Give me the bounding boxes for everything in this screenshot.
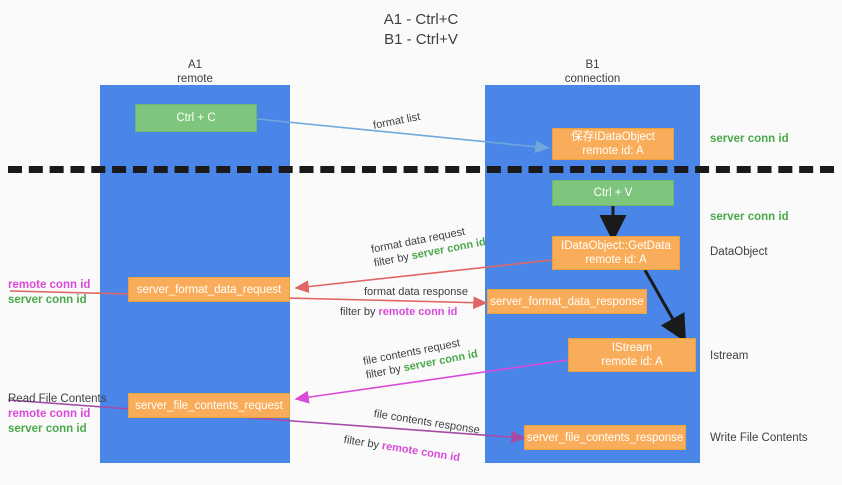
node-server-format-data-request-label: server_format_data_request	[136, 283, 282, 296]
lane-a1-name: A1	[187, 59, 203, 71]
note-read-file-contents-text: Read File Contents	[8, 393, 107, 405]
note-server-conn-id-left-bottom: server conn id	[8, 423, 87, 435]
title-line-2: B1 - Ctrl+V	[384, 31, 458, 48]
node-getdata-sub: remote id: A	[585, 254, 647, 266]
note-server-conn-id-mid: server conn id	[710, 210, 789, 225]
edge-label-format-data-response-text: format data response	[364, 286, 468, 298]
note-conn-id-pair-top: remote conn id server conn id	[8, 278, 90, 308]
note-server-conn-id-top: server conn id	[710, 132, 789, 147]
edge-label-format-data-request: format data request filter by server con…	[370, 221, 487, 270]
node-idataobject-getdata[interactable]: IDataObject::GetData remote id: A	[552, 236, 680, 270]
note-server-conn-id-mid-text: server conn id	[710, 211, 789, 223]
edge-label-file-contents-response-text: file contents response	[372, 407, 481, 437]
lane-header-a1: A1 remote	[100, 58, 290, 86]
edge-label-format-data-response: format data response	[364, 285, 468, 299]
lane-a1-sub: remote	[177, 73, 213, 85]
node-server-format-data-response[interactable]: server_format_data_response	[487, 289, 647, 314]
note-remote-conn-id-top: remote conn id	[8, 279, 91, 291]
edge-label-file-contents-response: file contents response	[373, 407, 481, 438]
edge-label-file-contents-request: file contents request filter by server c…	[362, 333, 479, 382]
note-dataobject: DataObject	[710, 245, 768, 260]
note-write-file-contents: Write File Contents	[710, 431, 808, 446]
lane-b1-sub: connection	[564, 73, 621, 85]
note-server-conn-id-top-text: server conn id	[710, 133, 789, 145]
node-server-file-contents-request[interactable]: server_file_contents_request	[128, 393, 290, 418]
title-line-1: A1 - Ctrl+C	[383, 11, 459, 28]
node-server-file-contents-response[interactable]: server_file_contents_response	[524, 425, 686, 450]
page-title: A1 - Ctrl+C B1 - Ctrl+V	[0, 10, 842, 50]
lane-b1-name: B1	[585, 59, 600, 71]
node-istream-sub: remote id: A	[601, 356, 663, 368]
filter-prefix: filter by	[340, 306, 379, 318]
note-write-file-contents-text: Write File Contents	[710, 432, 808, 444]
note-istream-text: Istream	[710, 350, 749, 362]
node-server-format-data-request[interactable]: server_format_data_request	[128, 277, 290, 302]
note-server-conn-id-left-top: server conn id	[8, 294, 87, 306]
node-ctrl-v-label: Ctrl + V	[593, 187, 633, 199]
edge-label-format-list-text: format list	[372, 110, 422, 132]
filter-key-remote-conn-id: remote conn id	[381, 440, 461, 465]
note-istream: Istream	[710, 349, 748, 364]
node-server-format-data-response-label: server_format_data_response	[490, 295, 644, 308]
note-read-file-contents-group: Read File Contents remote conn id server…	[8, 392, 106, 437]
note-remote-conn-id-bottom: remote conn id	[8, 408, 91, 420]
lane-header-b1: B1 connection	[485, 58, 700, 86]
node-save-idataobject-sub: remote id: A	[582, 145, 644, 157]
node-getdata-title: IDataObject::GetData	[561, 240, 671, 252]
filter-key-remote-conn-id: remote conn id	[378, 306, 458, 318]
node-istream[interactable]: IStream remote id: A	[568, 338, 696, 372]
note-dataobject-text: DataObject	[710, 246, 768, 258]
node-ctrl-c[interactable]: Ctrl + C	[135, 104, 257, 132]
edge-label-file-contents-response-filter: filter by remote conn id	[343, 433, 461, 465]
node-ctrl-c-label: Ctrl + C	[176, 112, 216, 124]
node-ctrl-v[interactable]: Ctrl + V	[552, 180, 674, 206]
edge-label-format-list: format list	[372, 110, 421, 133]
filter-prefix: filter by	[342, 433, 383, 452]
edge-label-format-data-response-filter: filter by remote conn id	[340, 305, 457, 319]
phase-divider	[8, 166, 834, 173]
node-server-file-contents-request-label: server_file_contents_request	[135, 399, 283, 412]
node-istream-title: IStream	[611, 342, 653, 354]
node-save-idataobject[interactable]: 保存IDataObject remote id: A	[552, 128, 674, 160]
node-server-file-contents-response-label: server_file_contents_response	[526, 431, 684, 444]
node-save-idataobject-title: 保存IDataObject	[571, 131, 655, 143]
